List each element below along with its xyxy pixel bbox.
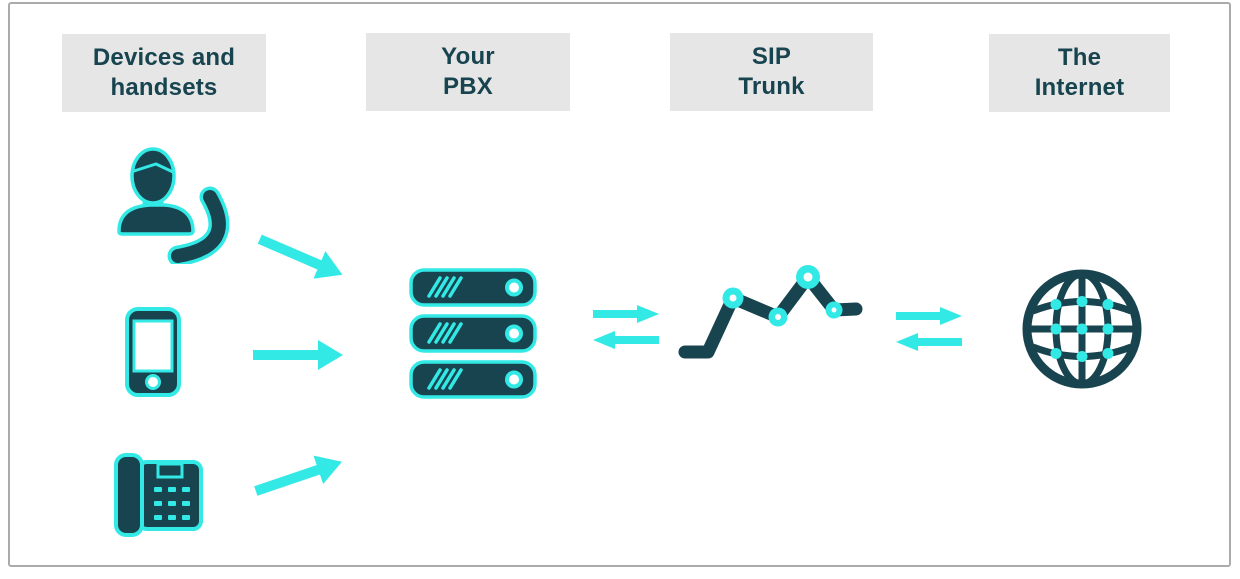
header-sip-line2: Trunk xyxy=(738,73,805,100)
bidirectional-arrows-sip-internet xyxy=(896,307,962,351)
header-devices-handsets: Devices and handsets xyxy=(62,34,266,112)
desk-phone-handset xyxy=(114,453,144,537)
arrow-user-to-pbx xyxy=(257,234,343,279)
desk-phone-keypad xyxy=(154,487,190,520)
person-part xyxy=(117,147,195,236)
chart-nodes xyxy=(722,265,843,327)
desk-phone-display xyxy=(156,462,184,479)
bidirectional-arrows-pbx-sip xyxy=(593,305,659,349)
arrow-smartphone-to-pbx xyxy=(253,340,343,370)
header-internet-line2: Internet xyxy=(1034,74,1125,101)
arrow-deskphone-to-pbx xyxy=(254,455,342,496)
server-stack-icon xyxy=(409,268,537,399)
header-the-internet: The Internet xyxy=(989,34,1170,112)
header-devices-line1: Devices and xyxy=(92,44,236,71)
handset-part xyxy=(167,186,230,264)
user-with-handset-icon xyxy=(117,147,230,264)
smartphone-icon xyxy=(125,307,181,397)
server-unit xyxy=(409,268,537,307)
server-unit xyxy=(409,314,537,353)
header-pbx-line1: Your xyxy=(441,43,495,70)
header-sip-line1: SIP xyxy=(751,43,792,70)
globe-network-icon xyxy=(1022,269,1142,389)
header-devices-line2: handsets xyxy=(110,74,218,101)
server-unit xyxy=(409,360,537,399)
smartphone-screen xyxy=(132,319,174,373)
header-internet-line1: The xyxy=(1057,44,1102,71)
header-sip-trunk: SIP Trunk xyxy=(670,33,873,111)
header-pbx-line2: PBX xyxy=(443,73,493,100)
globe-network-nodes xyxy=(1050,296,1114,362)
header-your-pbx: Your PBX xyxy=(366,33,570,111)
desk-phone-icon xyxy=(114,453,203,537)
line-chart-nodes-icon xyxy=(678,265,863,359)
smartphone-home-button xyxy=(145,374,161,390)
